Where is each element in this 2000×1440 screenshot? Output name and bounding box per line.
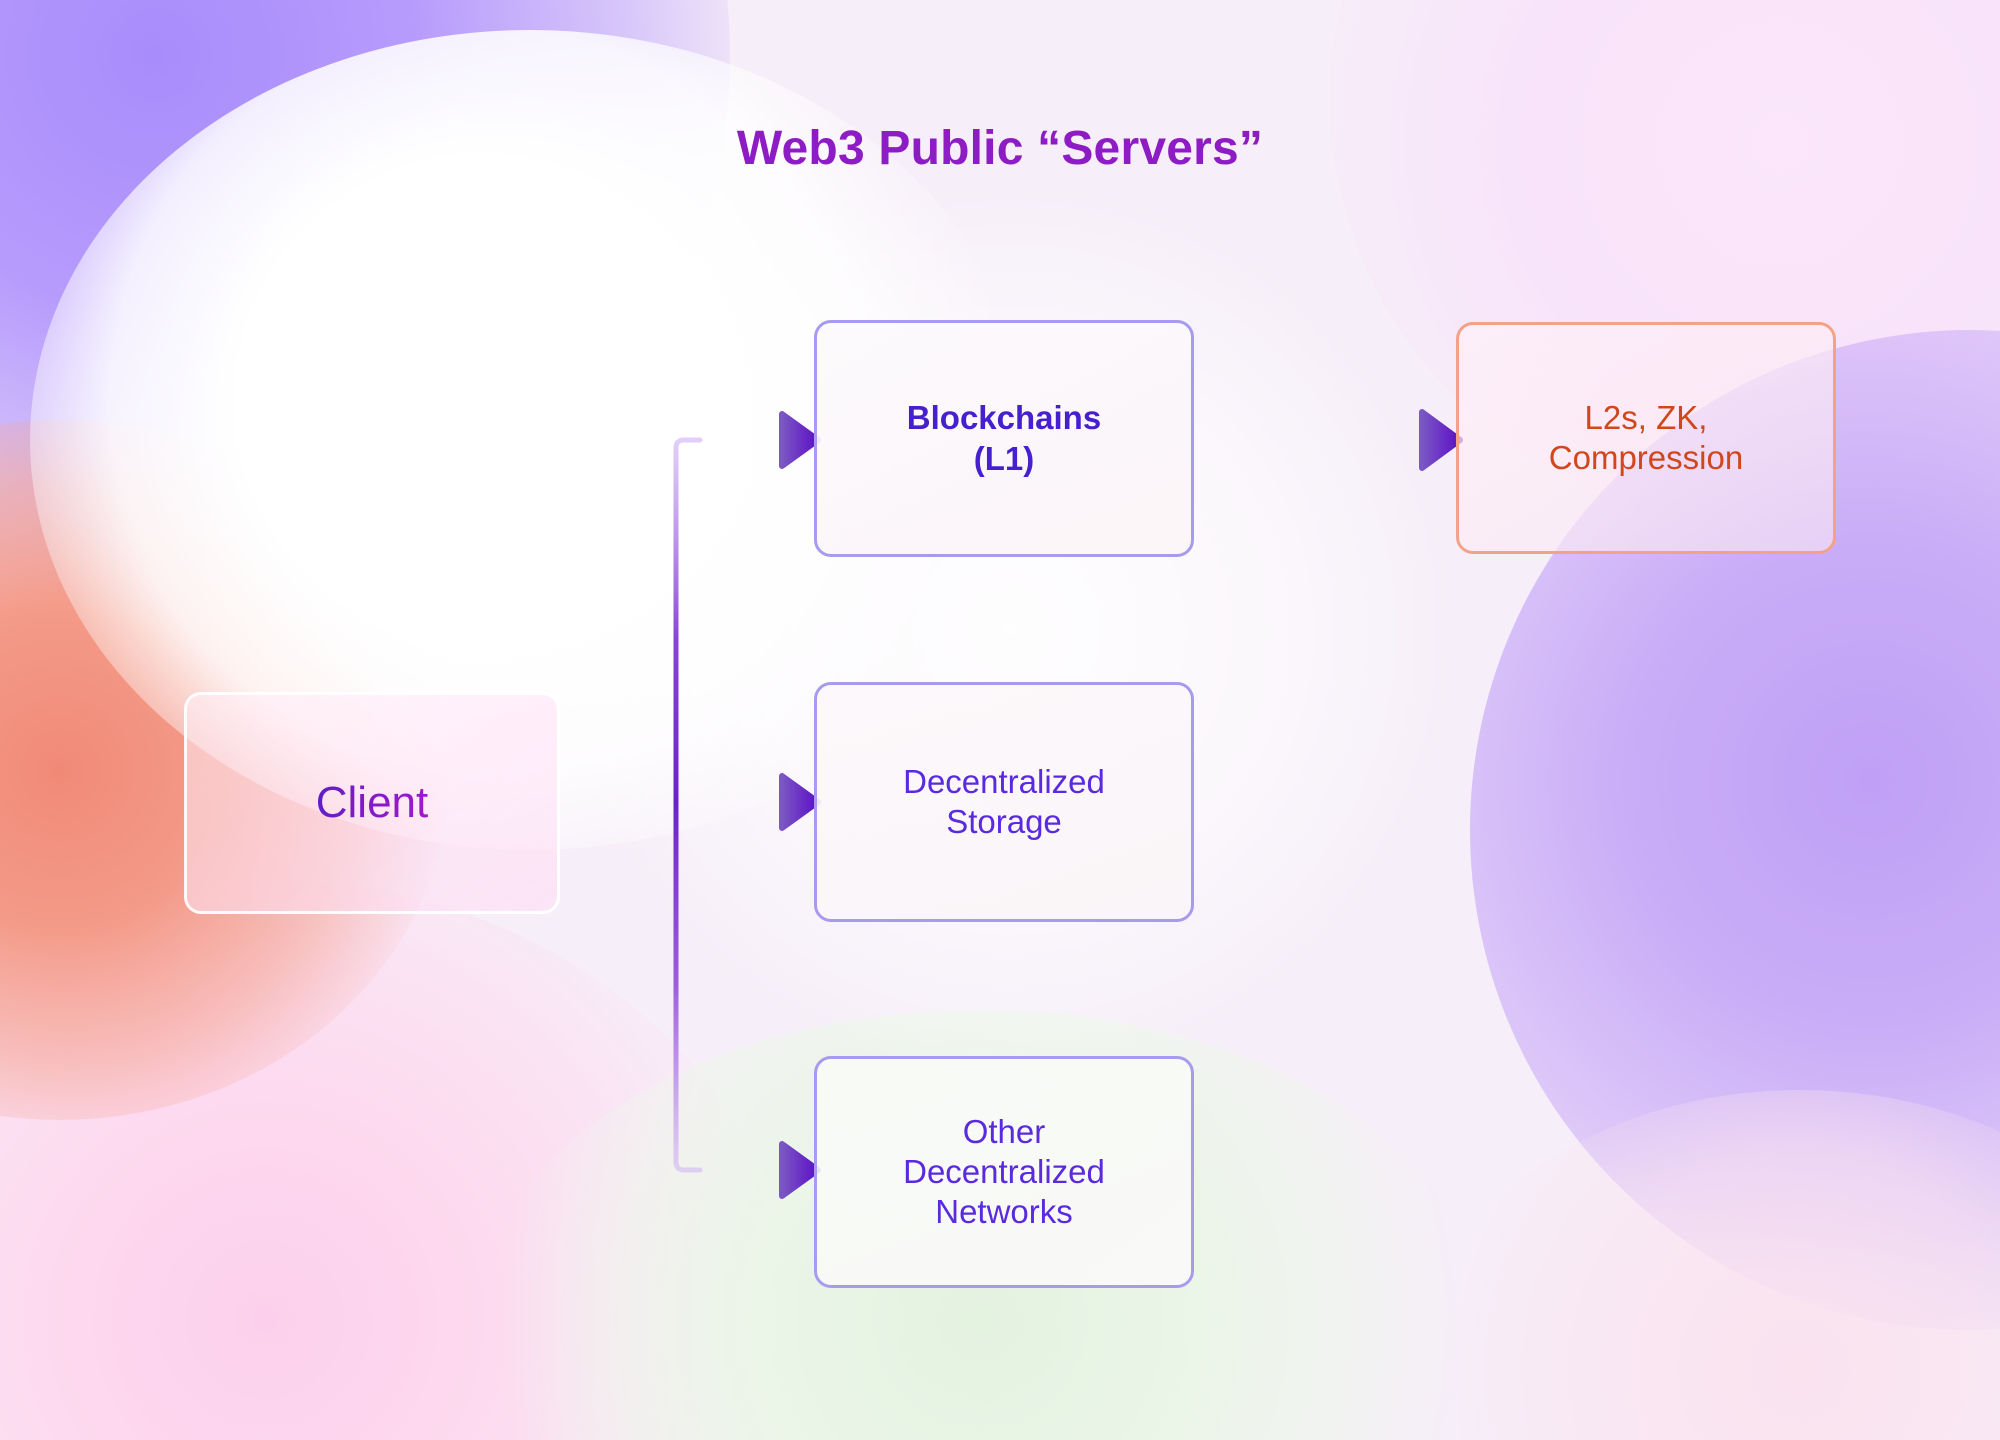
node-other-decentralized-networks[interactable]: Other Decentralized Networks bbox=[814, 1056, 1194, 1288]
node-other-decentralized-networks-label: Other Decentralized Networks bbox=[903, 1112, 1105, 1231]
node-client[interactable]: Client bbox=[184, 692, 560, 914]
node-l2s-zk-compression-label: L2s, ZK, Compression bbox=[1548, 398, 1744, 476]
arrowhead-l2s-icon bbox=[1419, 409, 1463, 471]
edge-trunk-lower bbox=[673, 799, 703, 1173]
node-blockchains-label: Blockchains (L1) bbox=[906, 399, 1102, 477]
arrowhead-storage-icon bbox=[779, 773, 821, 831]
arrowhead-other-icon bbox=[779, 1141, 821, 1199]
diagram-title: Web3 Public “Servers” bbox=[736, 122, 1264, 175]
node-client-label: Client bbox=[316, 776, 429, 830]
node-decentralized-storage-label: Decentralized Storage bbox=[903, 762, 1105, 840]
node-blockchains[interactable]: Blockchains (L1) bbox=[814, 320, 1194, 557]
arrowhead-blockchains-icon bbox=[779, 411, 821, 469]
node-decentralized-storage[interactable]: Decentralized Storage bbox=[814, 682, 1194, 922]
edge-trunk-upper bbox=[673, 437, 703, 805]
node-l2s-zk-compression[interactable]: L2s, ZK, Compression bbox=[1456, 322, 1836, 554]
